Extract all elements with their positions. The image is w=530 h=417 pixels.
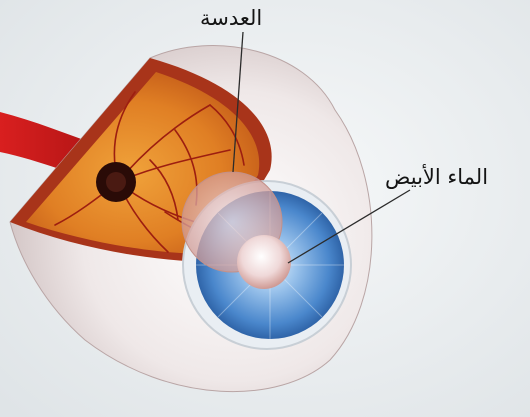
cataract [237, 235, 291, 289]
optic-disc-core [106, 172, 126, 192]
cataract-label: الماء الأبيض [385, 165, 488, 189]
lens-label: العدسة [200, 6, 262, 30]
